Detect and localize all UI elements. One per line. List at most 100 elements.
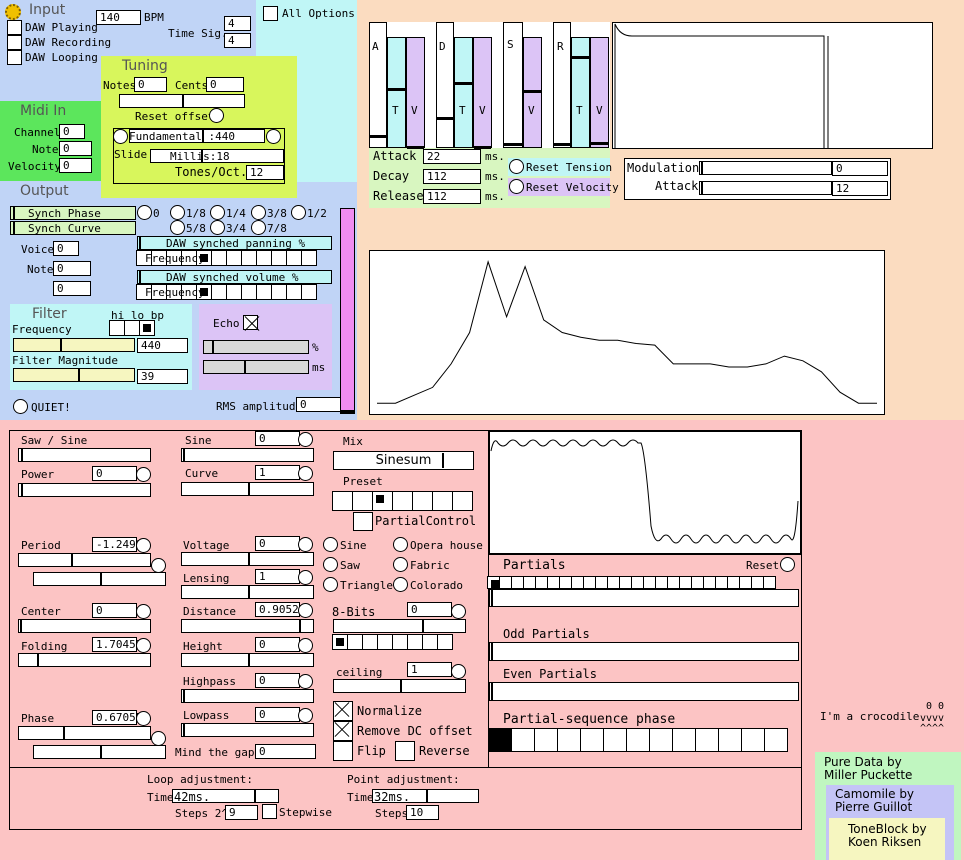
phase-bang[interactable]: [136, 711, 151, 726]
curve-bang[interactable]: [298, 466, 313, 481]
lowpass-field[interactable]: 0: [255, 707, 300, 722]
output-extra-field[interactable]: 0: [53, 281, 91, 296]
partials-reset-bang[interactable]: [780, 557, 795, 572]
sequence-cell[interactable]: [649, 728, 673, 752]
lowpass-bang[interactable]: [298, 708, 313, 723]
sequence-cell[interactable]: [488, 728, 512, 752]
stepwise-toggle[interactable]: [262, 804, 277, 819]
echo-toggle[interactable]: [243, 315, 258, 330]
midi-note-field[interactable]: 0: [59, 141, 92, 156]
period-field[interactable]: -1.2491: [92, 537, 142, 552]
period-slider[interactable]: [18, 553, 151, 567]
partials-slider[interactable]: [489, 589, 799, 607]
daw-recording-toggle[interactable]: [7, 35, 22, 50]
fraction-bang-1-4[interactable]: [210, 205, 225, 220]
sequence-cell[interactable]: [557, 728, 581, 752]
distance-field[interactable]: 0.90527: [255, 602, 305, 617]
attack-time-field[interactable]: 22: [423, 149, 481, 164]
wave-saw-bang[interactable]: [323, 557, 338, 572]
ceiling-slider[interactable]: [333, 679, 466, 693]
folding-slider[interactable]: [18, 653, 151, 667]
sustain-velocity[interactable]: [523, 37, 542, 148]
panning-slider[interactable]: [137, 236, 332, 250]
point-time-slider[interactable]: [372, 789, 479, 803]
period-bang[interactable]: [136, 538, 151, 553]
reset-offset-bang[interactable]: [209, 108, 224, 123]
output-note-field[interactable]: 0: [53, 261, 91, 276]
attack-velocity[interactable]: [406, 37, 425, 149]
curve-slider[interactable]: [181, 482, 314, 496]
synch-curve-slider[interactable]: [10, 221, 136, 235]
sequence-cell[interactable]: [603, 728, 627, 752]
opera-house-bang[interactable]: [393, 537, 408, 552]
velocity-field[interactable]: 0: [59, 158, 92, 173]
flip-toggle[interactable]: [333, 741, 353, 761]
sine-slider[interactable]: [181, 448, 314, 462]
tuning-slider[interactable]: [119, 94, 245, 108]
phase-fine-slider[interactable]: [33, 745, 166, 759]
fabric-bang[interactable]: [393, 557, 408, 572]
folding-bang[interactable]: [136, 638, 151, 653]
decay-velocity[interactable]: [473, 37, 492, 149]
channel-field[interactable]: 0: [59, 124, 85, 139]
normalize-toggle[interactable]: [333, 701, 353, 721]
partial-cell[interactable]: [763, 576, 776, 589]
ceiling-field[interactable]: 1: [407, 662, 452, 677]
sequence-cell[interactable]: [741, 728, 765, 752]
voltage-slider[interactable]: [181, 552, 314, 566]
ceiling-bang[interactable]: [451, 664, 466, 679]
modulation-attack-slider[interactable]: [699, 181, 832, 195]
bits-field[interactable]: 0: [407, 602, 452, 617]
quiet-toggle[interactable]: [13, 399, 28, 414]
daw-looping-toggle[interactable]: [7, 50, 22, 65]
sequence-cell[interactable]: [511, 728, 535, 752]
fraction-bang-3-8[interactable]: [251, 205, 266, 220]
fraction-bang-1-2[interactable]: [291, 205, 306, 220]
highpass-field[interactable]: 0: [255, 673, 300, 688]
tones-oct-field[interactable]: 12: [246, 165, 284, 180]
sine-bang[interactable]: [298, 432, 313, 447]
volume-frequency-radio[interactable]: [136, 284, 317, 300]
voltage-field[interactable]: 0: [255, 536, 300, 551]
center-bang[interactable]: [136, 604, 151, 619]
fraction-bang-0[interactable]: [137, 205, 152, 220]
preset-radio[interactable]: [332, 491, 473, 511]
reverse-toggle[interactable]: [395, 741, 415, 761]
notes-field[interactable]: 0: [134, 77, 167, 92]
phase-slider[interactable]: [18, 726, 151, 740]
lensing-slider[interactable]: [181, 585, 314, 599]
modulation-slider[interactable]: [699, 161, 832, 175]
voice-field[interactable]: 0: [53, 241, 79, 256]
release-time-field[interactable]: 112: [423, 189, 481, 204]
height-field[interactable]: 0: [255, 637, 300, 652]
filter-frequency-slider[interactable]: [13, 338, 135, 352]
time-sig-numerator[interactable]: 4: [224, 16, 251, 31]
filter-magnitude-field[interactable]: 39: [137, 369, 188, 384]
echo-percent-slider[interactable]: [203, 340, 309, 354]
release-tension[interactable]: [571, 37, 590, 148]
bits-slider[interactable]: [333, 619, 466, 633]
sequence-cell[interactable]: [626, 728, 650, 752]
lensing-field[interactable]: 1: [255, 569, 300, 584]
fraction-bang-7-8[interactable]: [251, 220, 266, 235]
millis-slider[interactable]: [150, 149, 284, 163]
volume-slider[interactable]: [137, 270, 332, 284]
remove-dc-toggle[interactable]: [333, 721, 353, 741]
loop-time-slider[interactable]: [172, 789, 279, 803]
filter-type-radio[interactable]: [109, 320, 155, 336]
wave-triangle-bang[interactable]: [323, 577, 338, 592]
modulation-attack-field[interactable]: 12: [832, 181, 888, 196]
power-slider[interactable]: [18, 483, 151, 497]
fundamental-bang-left[interactable]: [113, 129, 128, 144]
sequence-cell[interactable]: [672, 728, 696, 752]
cents-field[interactable]: 0: [206, 77, 244, 92]
phase-field[interactable]: 0.67055: [92, 710, 142, 725]
reset-velocity-bang[interactable]: [509, 179, 524, 194]
voltage-bang[interactable]: [298, 537, 313, 552]
mix-selector[interactable]: Sinesum: [333, 451, 474, 470]
all-options-toggle[interactable]: [263, 6, 278, 21]
attack-stage[interactable]: [369, 22, 387, 148]
center-field[interactable]: 0: [92, 603, 137, 618]
curve-field[interactable]: 1: [255, 465, 300, 480]
sequence-cell[interactable]: [764, 728, 788, 752]
